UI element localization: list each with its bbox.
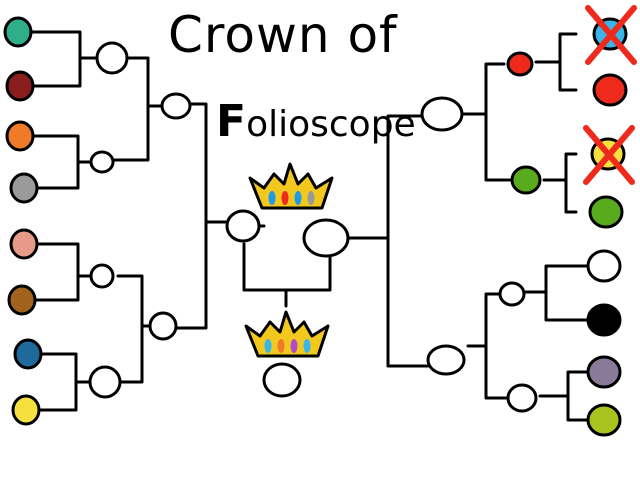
left-entrant-3 bbox=[5, 120, 35, 152]
left-entrant-8 bbox=[11, 394, 41, 426]
crown-top-icon-jewel-1 bbox=[268, 191, 276, 205]
crown-top-icon-jewel-2 bbox=[281, 191, 289, 205]
left-slot-2 bbox=[89, 150, 115, 174]
right-qf-winner-3 bbox=[498, 281, 526, 307]
left-entrant-1 bbox=[3, 16, 33, 48]
right-entrant-2 bbox=[592, 73, 628, 107]
eliminated-cross-3 bbox=[583, 125, 635, 185]
left-entrant-2 bbox=[5, 70, 35, 102]
right-entrant-5 bbox=[586, 249, 622, 283]
title-crown-of: Crown of bbox=[168, 6, 398, 64]
crown-top-icon-jewel-3 bbox=[294, 191, 302, 205]
left-slot-7 bbox=[225, 209, 261, 243]
crown-bottom-icon-jewel-4 bbox=[303, 339, 311, 353]
right-semi-bottom bbox=[426, 344, 466, 376]
eliminated-cross-1 bbox=[585, 5, 637, 65]
right-qf-winner-4 bbox=[506, 383, 538, 413]
right-entrant-8 bbox=[586, 403, 622, 437]
title-big-f: F bbox=[216, 96, 247, 147]
right-entrant-7 bbox=[586, 355, 622, 389]
crown-bottom-icon-jewel-3 bbox=[290, 339, 298, 353]
left-slot-4 bbox=[88, 365, 122, 399]
right-semi-top bbox=[420, 96, 464, 132]
champion-slot bbox=[262, 362, 302, 398]
right-entrant-4 bbox=[588, 195, 624, 229]
crown-bottom-icon-jewel-2 bbox=[277, 339, 285, 353]
crown-top-icon bbox=[248, 162, 334, 210]
left-slot-3 bbox=[89, 263, 115, 289]
left-slot-5 bbox=[160, 92, 192, 120]
right-entrant-6 bbox=[586, 303, 622, 337]
left-entrant-4 bbox=[9, 172, 39, 204]
right-finalist bbox=[302, 218, 350, 258]
crown-bottom-icon-jewel-1 bbox=[264, 339, 272, 353]
left-entrant-5 bbox=[9, 228, 39, 260]
left-entrant-6 bbox=[7, 284, 37, 316]
right-qf-winner-1 bbox=[506, 51, 534, 77]
title-rest: olioscope bbox=[246, 104, 416, 145]
right-qf-winner-2 bbox=[510, 165, 542, 195]
left-entrant-7 bbox=[13, 338, 43, 370]
title-folioscope: Folioscope bbox=[216, 96, 416, 147]
crown-top-icon-jewel-4 bbox=[307, 191, 315, 205]
left-slot-1 bbox=[95, 41, 129, 75]
bracket-lines bbox=[30, 30, 594, 422]
left-slot-6 bbox=[148, 311, 178, 341]
crown-bottom-icon bbox=[244, 310, 330, 358]
